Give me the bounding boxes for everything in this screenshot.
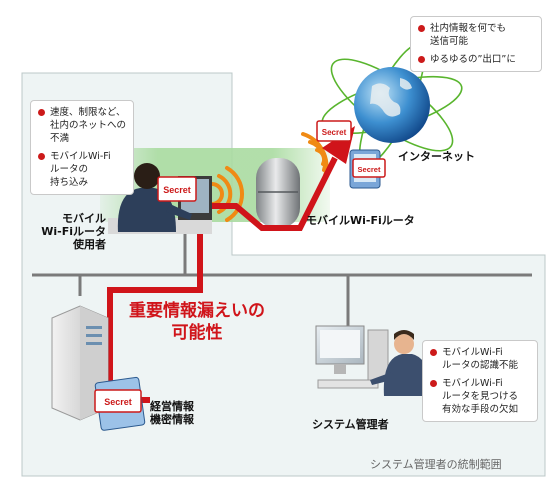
svg-text:Secret: Secret xyxy=(322,128,347,137)
secret-doc-internet: Secret xyxy=(316,120,352,142)
svg-text:Secret: Secret xyxy=(104,397,132,407)
callout-admin-item: モバイルWi-Fi ルータを見つける 有効な手段の欠如 xyxy=(429,377,530,416)
secret-doc-server: Secret xyxy=(94,376,146,431)
label-router: モバイルWi-Fiルータ xyxy=(306,214,415,227)
callout-admin-item: モバイルWi-Fi ルータの認識不能 xyxy=(429,346,530,372)
network-lines xyxy=(32,228,532,326)
callout-internet-item: 社内情報を何でも 送信可能 xyxy=(417,22,534,48)
callout-user-item: モバイルWi-Fi ルータの 持ち込み xyxy=(37,150,126,189)
callout-internet: 社内情報を何でも 送信可能 ゆるゆるの”出口”に xyxy=(410,16,542,72)
callout-user-item: 速度、制限など、 社内のネットへの 不満 xyxy=(37,106,126,145)
callout-internet-item: ゆるゆるの”出口”に xyxy=(417,53,534,66)
label-mobile-user: モバイル Wi-Fiルータ 使用者 xyxy=(41,212,106,251)
svg-text:Secret: Secret xyxy=(358,165,381,174)
label-internet: インターネット xyxy=(398,150,475,163)
admin-figure xyxy=(315,325,434,396)
label-server: 経営情報 機密情報 xyxy=(150,400,194,426)
callout-admin: モバイルWi-Fi ルータの認識不能 モバイルWi-Fi ルータを見つける 有効… xyxy=(422,340,538,422)
label-control-scope: システム管理者の統制範囲 xyxy=(370,458,502,471)
svg-text:Secret: Secret xyxy=(163,185,191,195)
leak-warning: 重要情報漏えいの 可能性 xyxy=(129,301,265,343)
secret-doc-user: Secret xyxy=(157,176,197,202)
router-device xyxy=(256,158,300,228)
label-admin: システム管理者 xyxy=(312,418,389,431)
secret-doc-device: Secret xyxy=(352,158,386,178)
callout-user: 速度、制限など、 社内のネットへの 不満 モバイルWi-Fi ルータの 持ち込み xyxy=(30,100,134,195)
